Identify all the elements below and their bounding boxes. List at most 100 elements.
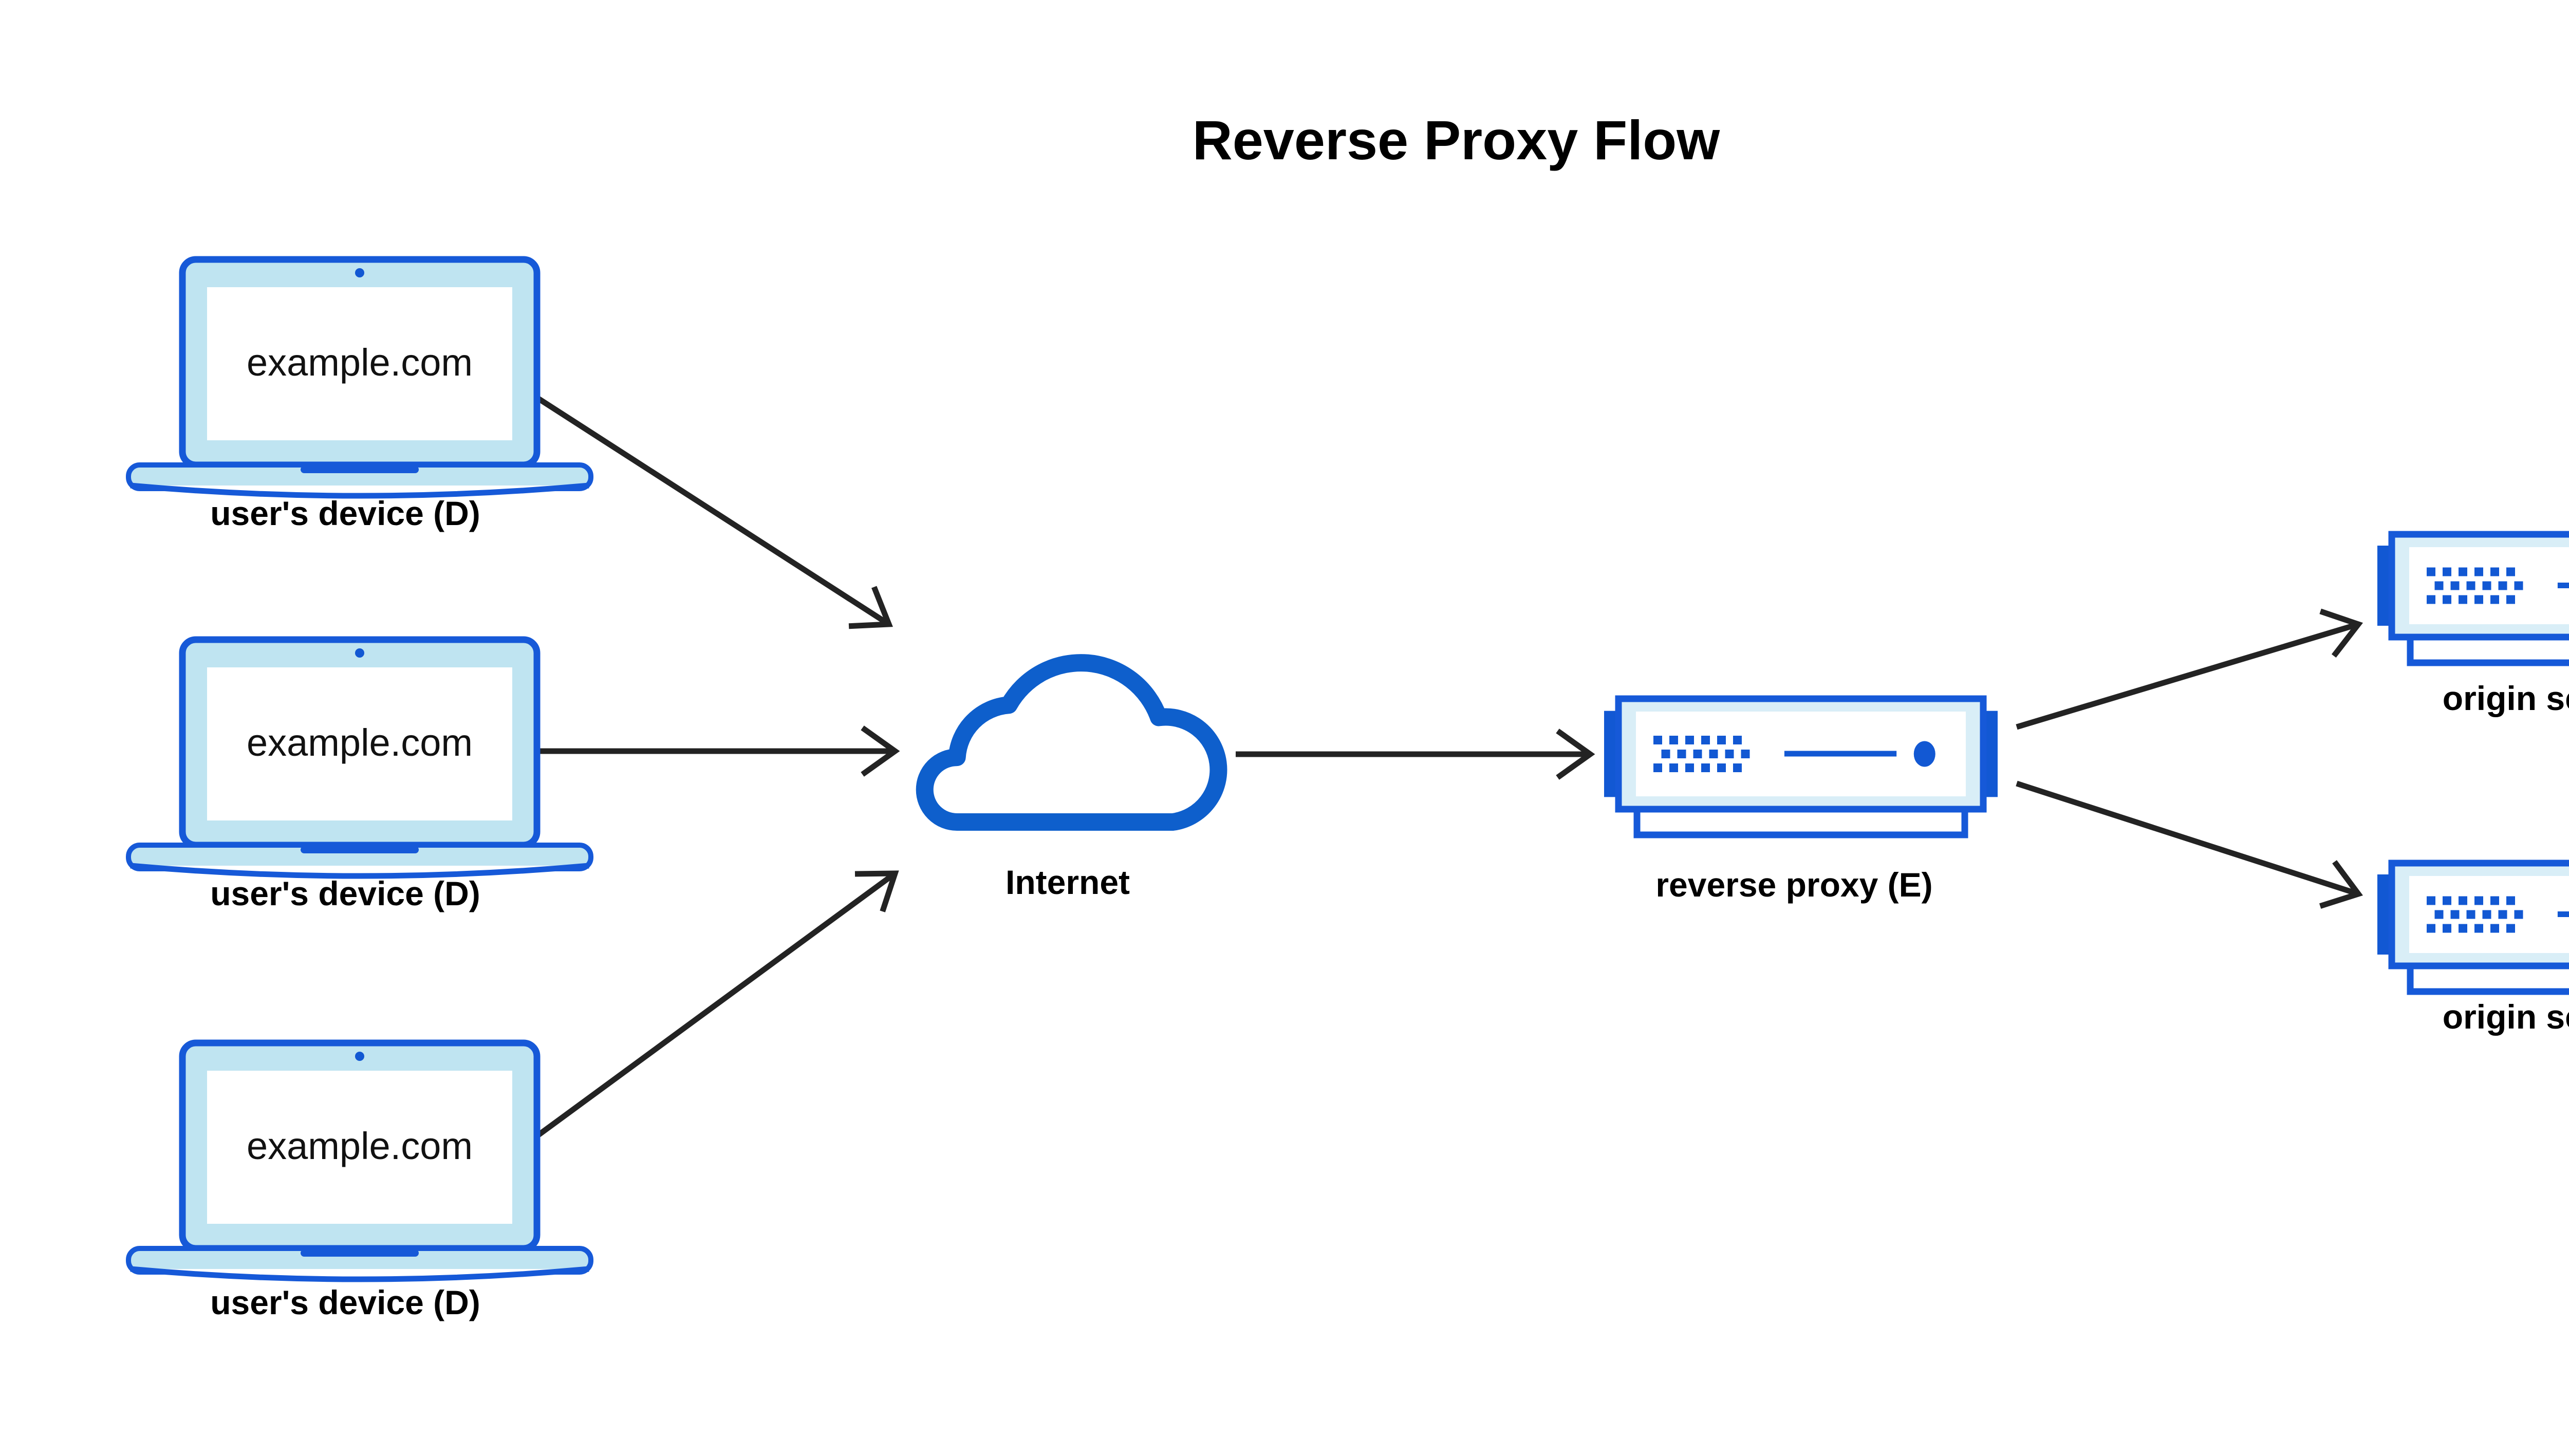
vent-dot — [2490, 896, 2499, 905]
laptop-screen — [207, 1071, 512, 1224]
origin-server-top[interactable]: origin server (F) — [2377, 531, 2569, 717]
user-device-bottom[interactable]: example.com user's device (D) — [126, 1039, 593, 1321]
vent-dot — [1669, 763, 1678, 772]
servers-layer: reverse proxy (E) origin server (F) origin… — [1604, 531, 2569, 1036]
server-label: origin server (F) — [2443, 998, 2569, 1036]
vent-dot — [2434, 910, 2444, 919]
screen-url-text: example.com — [247, 341, 473, 384]
vent-dot — [2506, 896, 2515, 905]
reverse-proxy[interactable]: reverse proxy (E) — [1604, 695, 1998, 904]
arrow-shaft — [2016, 780, 2359, 897]
webcam-icon — [355, 1052, 364, 1061]
vent-dot — [1725, 750, 1734, 758]
laptop-base-lip — [130, 482, 589, 499]
vent-dot — [1669, 736, 1678, 744]
vent-dot — [2466, 910, 2475, 919]
arrow-shaft — [512, 380, 890, 627]
vent-dot — [1717, 763, 1726, 772]
vent-dot — [2427, 924, 2435, 933]
vent-dot — [2498, 910, 2507, 919]
vent-dot — [1653, 736, 1662, 744]
vent-dot — [2506, 924, 2515, 933]
arrow-head-icon — [848, 586, 893, 629]
vent-dot — [2474, 595, 2483, 604]
vent-dot — [2490, 595, 2499, 604]
device-label: user's device (D) — [210, 1283, 480, 1321]
vent-dot — [1685, 763, 1694, 772]
arrow-head-icon — [2319, 860, 2363, 909]
vent-dot — [2482, 910, 2491, 919]
server-base-shelf — [1633, 806, 1968, 838]
vent-dot — [1717, 736, 1726, 744]
vent-dot — [2514, 581, 2523, 590]
cloud-label: Internet — [1006, 863, 1130, 901]
vent-dot — [1661, 750, 1670, 758]
connections-layer — [512, 380, 2363, 1152]
server-label: origin server (F) — [2443, 679, 2569, 717]
server-status-line — [1784, 751, 1897, 757]
vent-dot — [2474, 567, 2483, 576]
arrow-device-top-to-internet — [512, 380, 893, 629]
server-base-shelf — [2407, 962, 2569, 995]
vent-dot — [2443, 896, 2451, 905]
laptop-screen — [207, 667, 512, 820]
vent-dot — [1741, 750, 1750, 758]
screen-url-text: example.com — [247, 1125, 473, 1167]
vent-dot — [1685, 736, 1694, 744]
vent-dot — [2443, 595, 2451, 604]
server-vent-grid — [1653, 736, 1750, 772]
arrow-head-icon — [861, 725, 900, 777]
cloud-icon — [916, 654, 1227, 831]
vent-dot — [1701, 763, 1710, 772]
vent-dot — [2466, 581, 2475, 590]
arrow-internet-to-reverse-proxy — [1236, 729, 1595, 780]
server-status-line — [2557, 583, 2569, 588]
vent-dot — [2450, 581, 2460, 590]
origin-server-bottom[interactable]: origin server (F) — [2377, 860, 2569, 1036]
vent-dot — [1733, 736, 1742, 744]
vent-dot — [2459, 896, 2467, 905]
arrow-shaft — [2016, 621, 2359, 730]
server-status-line — [2557, 911, 2569, 917]
server-status-dot-icon — [1913, 741, 1935, 767]
arrow-device-bottom-to-internet — [517, 870, 899, 1152]
vent-dot — [2427, 896, 2435, 905]
arrow-reverse-proxy-to-origin-bottom — [2016, 780, 2363, 909]
vent-dot — [2459, 595, 2467, 604]
screen-url-text: example.com — [247, 721, 473, 764]
cloud-layer: Internet — [916, 654, 1227, 901]
vent-dot — [2434, 581, 2444, 590]
arrow-shaft — [517, 871, 897, 1152]
vent-dot — [2506, 567, 2515, 576]
vent-dot — [1709, 750, 1718, 758]
vent-dot — [2427, 595, 2435, 604]
laptop-screen — [207, 287, 512, 440]
vent-dot — [1653, 763, 1662, 772]
webcam-icon — [355, 648, 364, 658]
laptop-trackpad-notch — [301, 846, 419, 853]
server-vent-grid — [2427, 896, 2523, 933]
vent-dot — [2514, 910, 2523, 919]
vent-dot — [2506, 595, 2515, 604]
vent-dot — [2459, 567, 2467, 576]
laptop-trackpad-notch — [301, 466, 419, 473]
vent-dot — [2443, 924, 2451, 933]
vent-dot — [2490, 567, 2499, 576]
vent-dot — [2474, 924, 2483, 933]
vent-dot — [2490, 924, 2499, 933]
arrow-reverse-proxy-to-origin-top — [2016, 608, 2363, 730]
vent-dot — [2459, 924, 2467, 933]
vent-dot — [2474, 896, 2483, 905]
vent-dot — [1733, 763, 1742, 772]
internet-cloud[interactable]: Internet — [916, 654, 1227, 901]
vent-dot — [1701, 736, 1710, 744]
vent-dot — [2450, 910, 2460, 919]
vent-dot — [1677, 750, 1686, 758]
server-vent-grid — [2427, 567, 2523, 604]
server-base-shelf — [2407, 633, 2569, 666]
